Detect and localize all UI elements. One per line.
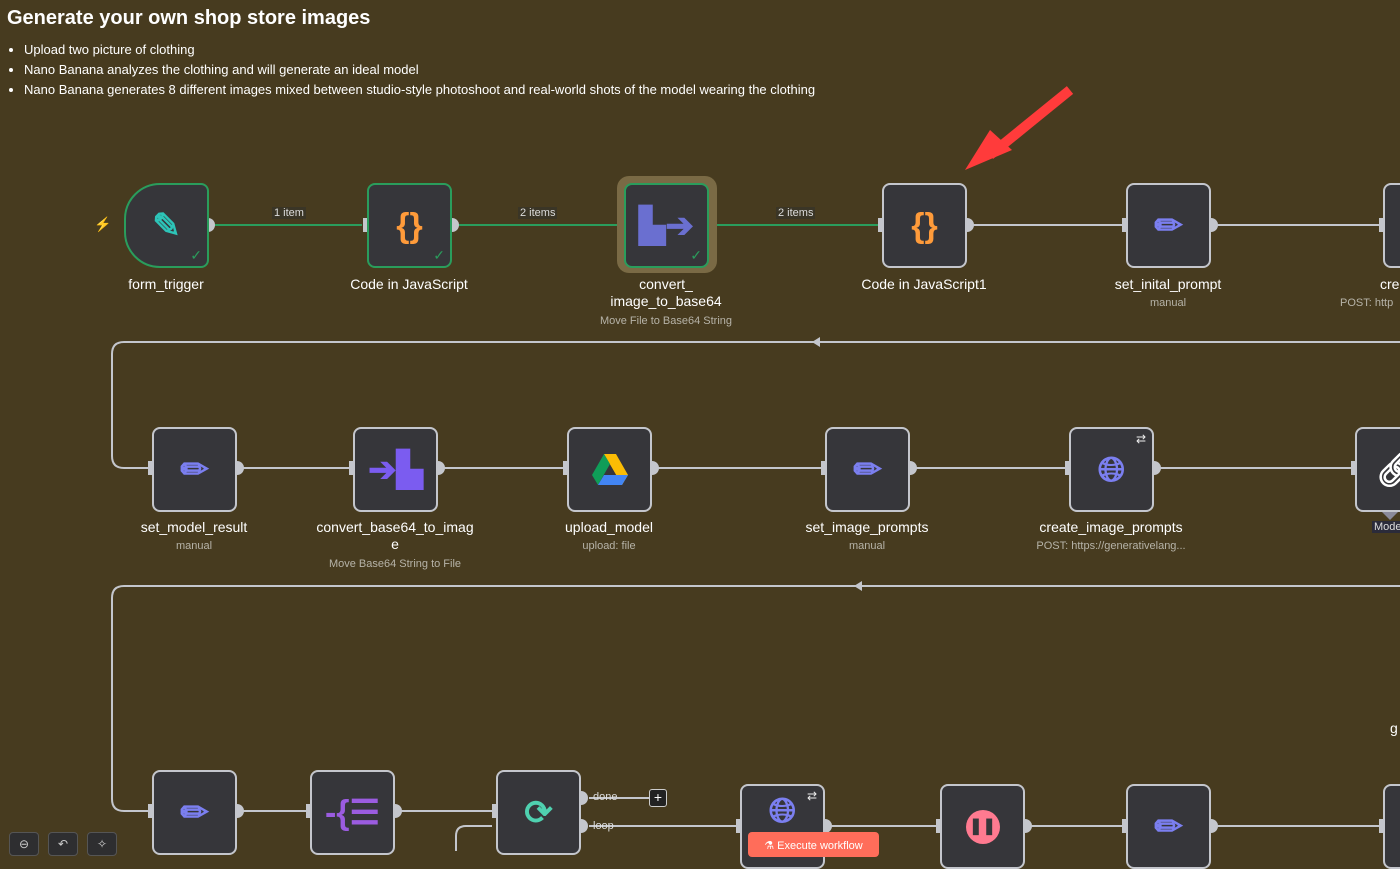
retry-icon: ⇄ xyxy=(1135,432,1146,446)
link-icon: 🔗︎ xyxy=(1375,450,1400,489)
success-check-icon: ✓ xyxy=(690,247,702,263)
node-subtitle: manual xyxy=(1149,297,1187,309)
pause-icon: ❚❚ xyxy=(965,809,1000,844)
node-label: create_image_prompts xyxy=(1039,519,1183,535)
bullet: Nano Banana generates 8 different images… xyxy=(24,80,815,100)
node-loop-over-items[interactable]: ⟳ xyxy=(496,770,581,855)
node-subtitle: POST: http xyxy=(1340,297,1394,309)
file-convert-icon: ▙➔ xyxy=(639,206,694,245)
node-code-in-javascript1[interactable]: {} xyxy=(882,183,967,268)
node-label: cre xyxy=(1380,276,1400,292)
connections xyxy=(111,86,1400,851)
globe-icon: 🌐︎ xyxy=(1097,450,1126,489)
execute-workflow-label: Execute workflow xyxy=(777,840,863,852)
node-form-trigger[interactable]: ✎✓ xyxy=(124,183,209,268)
node-chain[interactable]: 🔗︎ xyxy=(1355,427,1400,512)
node-subtitle: manual xyxy=(175,540,213,552)
zoom-out-button[interactable]: ⊖ xyxy=(9,832,39,856)
node-label: upload_model xyxy=(565,519,653,535)
node-set-row3[interactable]: ✏ xyxy=(152,770,237,855)
node-subtitle: manual xyxy=(848,540,886,552)
node-label: Code in JavaScript xyxy=(350,276,468,292)
undo-button[interactable]: ↶ xyxy=(48,832,78,856)
trigger-bolt-icon: ⚡ xyxy=(94,216,112,232)
node-label: convert_base64_to_imag e xyxy=(316,519,474,552)
node-subtitle: Move File to Base64 String xyxy=(599,315,733,327)
node-label: set_inital_prompt xyxy=(1114,276,1222,292)
pencil-icon: ✏ xyxy=(1154,206,1183,245)
node-set-inital-prompt[interactable]: ✏ xyxy=(1126,183,1211,268)
edge-label-loop: loop xyxy=(593,820,614,832)
node-set-model-result[interactable]: ✏ xyxy=(152,427,237,512)
bullet: Nano Banana analyzes the clothing and wi… xyxy=(24,60,815,80)
node-set-image-prompts[interactable]: ✏ xyxy=(825,427,910,512)
node-label: Code in JavaScript1 xyxy=(861,276,987,292)
model-connector-label: Model xyxy=(1372,521,1400,533)
split-out-icon: -{☰ xyxy=(324,793,381,832)
file-import-icon: ➔▙ xyxy=(368,450,423,489)
pencil-icon: ✏ xyxy=(1154,807,1183,846)
arrow-annotation xyxy=(965,130,1012,170)
node-label: set_model_result xyxy=(140,519,248,535)
node-convert-image-to-base64[interactable]: ▙➔ ✓ xyxy=(624,183,709,268)
node-upload-model[interactable] xyxy=(567,427,652,512)
sticky-note-bullets: Upload two picture of clothing Nano Bana… xyxy=(24,40,815,100)
edge-label: 2 items xyxy=(518,207,558,219)
node-split-out[interactable]: -{☰ xyxy=(310,770,395,855)
node-partial[interactable] xyxy=(1383,784,1400,869)
node-label: convert_ image_to_base64 xyxy=(610,276,722,309)
node-subtitle: upload: file xyxy=(582,540,636,552)
google-drive-icon xyxy=(591,453,628,485)
node-label: set_image_prompts xyxy=(805,519,929,535)
node-create-partial[interactable] xyxy=(1383,183,1400,268)
sticky-note-title: Generate your own shop store images xyxy=(7,7,371,29)
node-subtitle: POST: https://generativelang... xyxy=(1036,540,1186,552)
globe-icon: 🌐︎ xyxy=(768,792,797,830)
node-subtitle: Move Base64 String to File xyxy=(328,558,462,570)
retry-icon: ⇄ xyxy=(806,789,817,803)
code-braces-icon: {} xyxy=(396,206,423,245)
pencil-icon: ✏ xyxy=(180,450,209,489)
node-label: form_trigger xyxy=(128,276,204,292)
edge-label: 1 item xyxy=(272,207,306,219)
pencil-icon: ✏ xyxy=(853,450,882,489)
form-icon: ✎ xyxy=(152,206,181,245)
pencil-icon: ✏ xyxy=(180,793,209,832)
code-braces-icon: {} xyxy=(911,206,938,245)
execute-workflow-button[interactable]: ⚗ Execute workflow xyxy=(748,832,879,857)
node-label: g xyxy=(1390,720,1398,736)
add-node-button[interactable]: + xyxy=(649,789,667,807)
success-check-icon: ✓ xyxy=(433,247,445,263)
edge-label: 2 items xyxy=(776,207,816,219)
success-check-icon: ✓ xyxy=(190,247,202,263)
tidy-up-button[interactable]: ✧ xyxy=(87,832,117,856)
node-code-in-javascript[interactable]: {} ✓ xyxy=(367,183,452,268)
node-create-image-prompts[interactable]: 🌐︎ ⇄ xyxy=(1069,427,1154,512)
node-set-row3b[interactable]: ✏ xyxy=(1126,784,1211,869)
edge-label-done: done xyxy=(593,791,618,803)
node-wait[interactable]: ❚❚ xyxy=(940,784,1025,869)
node-convert-base64-to-image[interactable]: ➔▙ xyxy=(353,427,438,512)
loop-arrows-icon: ⟳ xyxy=(524,793,553,832)
bullet: Upload two picture of clothing xyxy=(24,40,815,60)
